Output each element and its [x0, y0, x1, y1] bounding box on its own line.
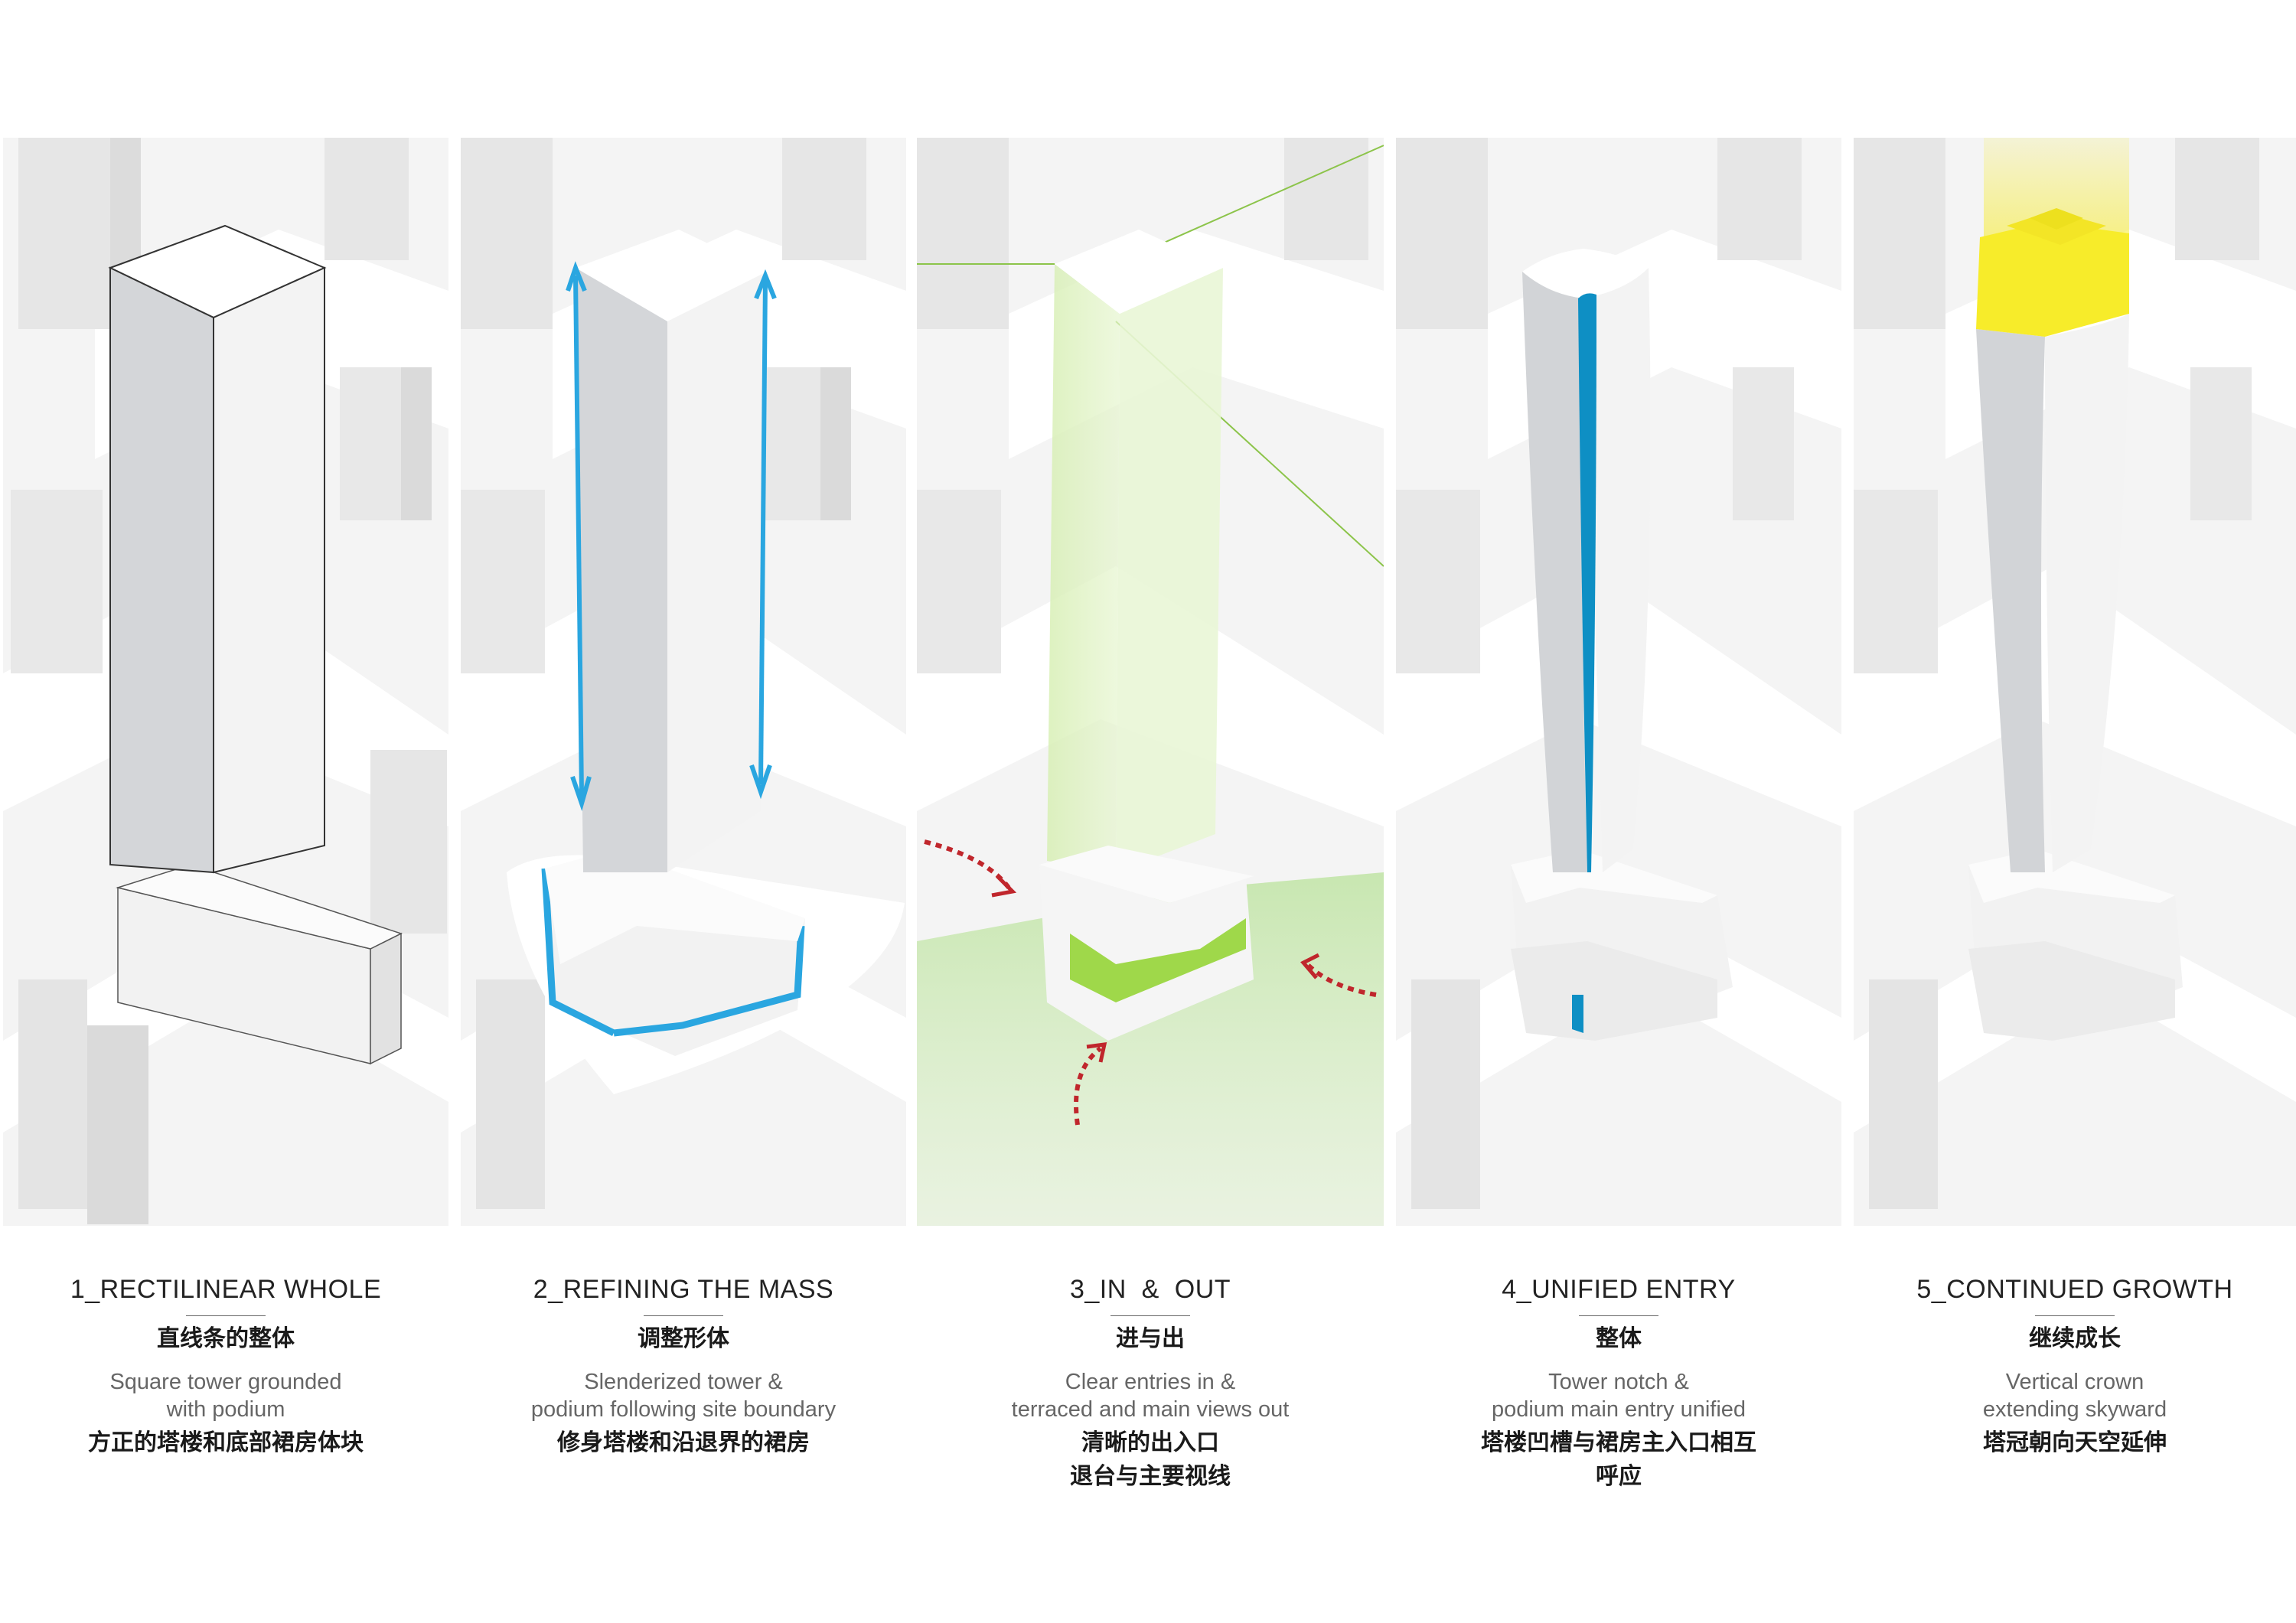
- step-chinese-description: 塔冠朝向天空延伸: [1854, 1426, 2296, 1460]
- step-chinese-title: 直线条的整体: [157, 1325, 295, 1352]
- step-chinese-title: 调整形体: [638, 1325, 729, 1352]
- title-divider: [186, 1315, 266, 1316]
- description-line: 方正的塔楼和底部裙房体块: [88, 1429, 364, 1456]
- description-line: 退台与主要视线: [1070, 1463, 1231, 1490]
- step-title: 2_REFINING THE MASS: [533, 1275, 834, 1304]
- description-line: podium main entry unified: [1491, 1397, 1746, 1422]
- step-english-description: Tower notch & podium main entry unified: [1396, 1368, 1841, 1423]
- diagram-panel-4: [1396, 138, 1841, 1226]
- diagram-panel-2: [461, 138, 906, 1226]
- step-chinese-title: 进与出: [1116, 1325, 1185, 1352]
- tower-massing-notch-icon: [1396, 138, 1841, 1226]
- description-line: podium following site boundary: [530, 1397, 837, 1422]
- description-line: Clear entries in &: [1065, 1370, 1236, 1394]
- step-caption-3: 3_IN & OUT 进与出 Clear entries in & terrac…: [917, 1274, 1384, 1494]
- step-english-description: Square tower grounded with podium: [3, 1368, 448, 1423]
- step-english-description: Vertical crown extending skyward: [1854, 1368, 2296, 1423]
- step-chinese-description: 清晰的出入口 退台与主要视线: [917, 1426, 1384, 1494]
- step-english-description: Slenderized tower & podium following sit…: [461, 1368, 906, 1423]
- step-chinese-title: 继续成长: [2029, 1325, 2121, 1352]
- step-chinese-description: 塔楼凹槽与裙房主入口相互 呼应: [1396, 1426, 1841, 1494]
- description-line: Tower notch &: [1548, 1370, 1689, 1394]
- tower-massing-rectilinear-icon: [3, 138, 448, 1226]
- description-line: Vertical crown: [2005, 1370, 2144, 1394]
- description-line: Square tower grounded: [109, 1370, 342, 1394]
- description-line: extending skyward: [1982, 1397, 2167, 1422]
- tower-massing-crown-icon: [1854, 138, 2296, 1226]
- description-line: Slenderized tower &: [584, 1370, 783, 1394]
- step-title: 1_RECTILINEAR WHOLE: [70, 1275, 382, 1304]
- step-caption-2: 2_REFINING THE MASS 调整形体 Slenderized tow…: [461, 1274, 906, 1460]
- diagram-panel-3: [917, 138, 1384, 1226]
- title-divider: [1110, 1315, 1190, 1316]
- title-divider: [2035, 1315, 2115, 1316]
- title-divider: [1579, 1315, 1658, 1316]
- description-line: with podium: [166, 1397, 285, 1422]
- description-line: 修身塔楼和沿退界的裙房: [557, 1429, 810, 1456]
- title-divider: [644, 1315, 723, 1316]
- diagram-panel-5: [1854, 138, 2296, 1226]
- step-chinese-title: 整体: [1596, 1325, 1642, 1352]
- step-caption-1: 1_RECTILINEAR WHOLE 直线条的整体 Square tower …: [3, 1274, 448, 1460]
- description-line: 清晰的出入口: [1081, 1429, 1219, 1456]
- tower-massing-refined-icon: [461, 138, 906, 1226]
- step-chinese-description: 修身塔楼和沿退界的裙房: [461, 1426, 906, 1460]
- description-line: 塔冠朝向天空延伸: [1983, 1429, 2167, 1456]
- description-line: 呼应: [1596, 1463, 1642, 1490]
- step-title: 5_CONTINUED GROWTH: [1916, 1275, 2233, 1304]
- description-line: 塔楼凹槽与裙房主入口相互: [1481, 1429, 1756, 1456]
- step-caption-5: 5_CONTINUED GROWTH 继续成长 Vertical crown e…: [1854, 1274, 2296, 1460]
- description-line: terraced and main views out: [1011, 1397, 1290, 1422]
- step-english-description: Clear entries in & terraced and main vie…: [917, 1368, 1384, 1423]
- step-title: 4_UNIFIED ENTRY: [1502, 1275, 1736, 1304]
- step-caption-4: 4_UNIFIED ENTRY 整体 Tower notch & podium …: [1396, 1274, 1841, 1494]
- diagram-panel-1: [3, 138, 448, 1226]
- tower-massing-views-icon: [917, 138, 1384, 1226]
- step-chinese-description: 方正的塔楼和底部裙房体块: [3, 1426, 448, 1460]
- step-title: 3_IN & OUT: [1069, 1275, 1231, 1304]
